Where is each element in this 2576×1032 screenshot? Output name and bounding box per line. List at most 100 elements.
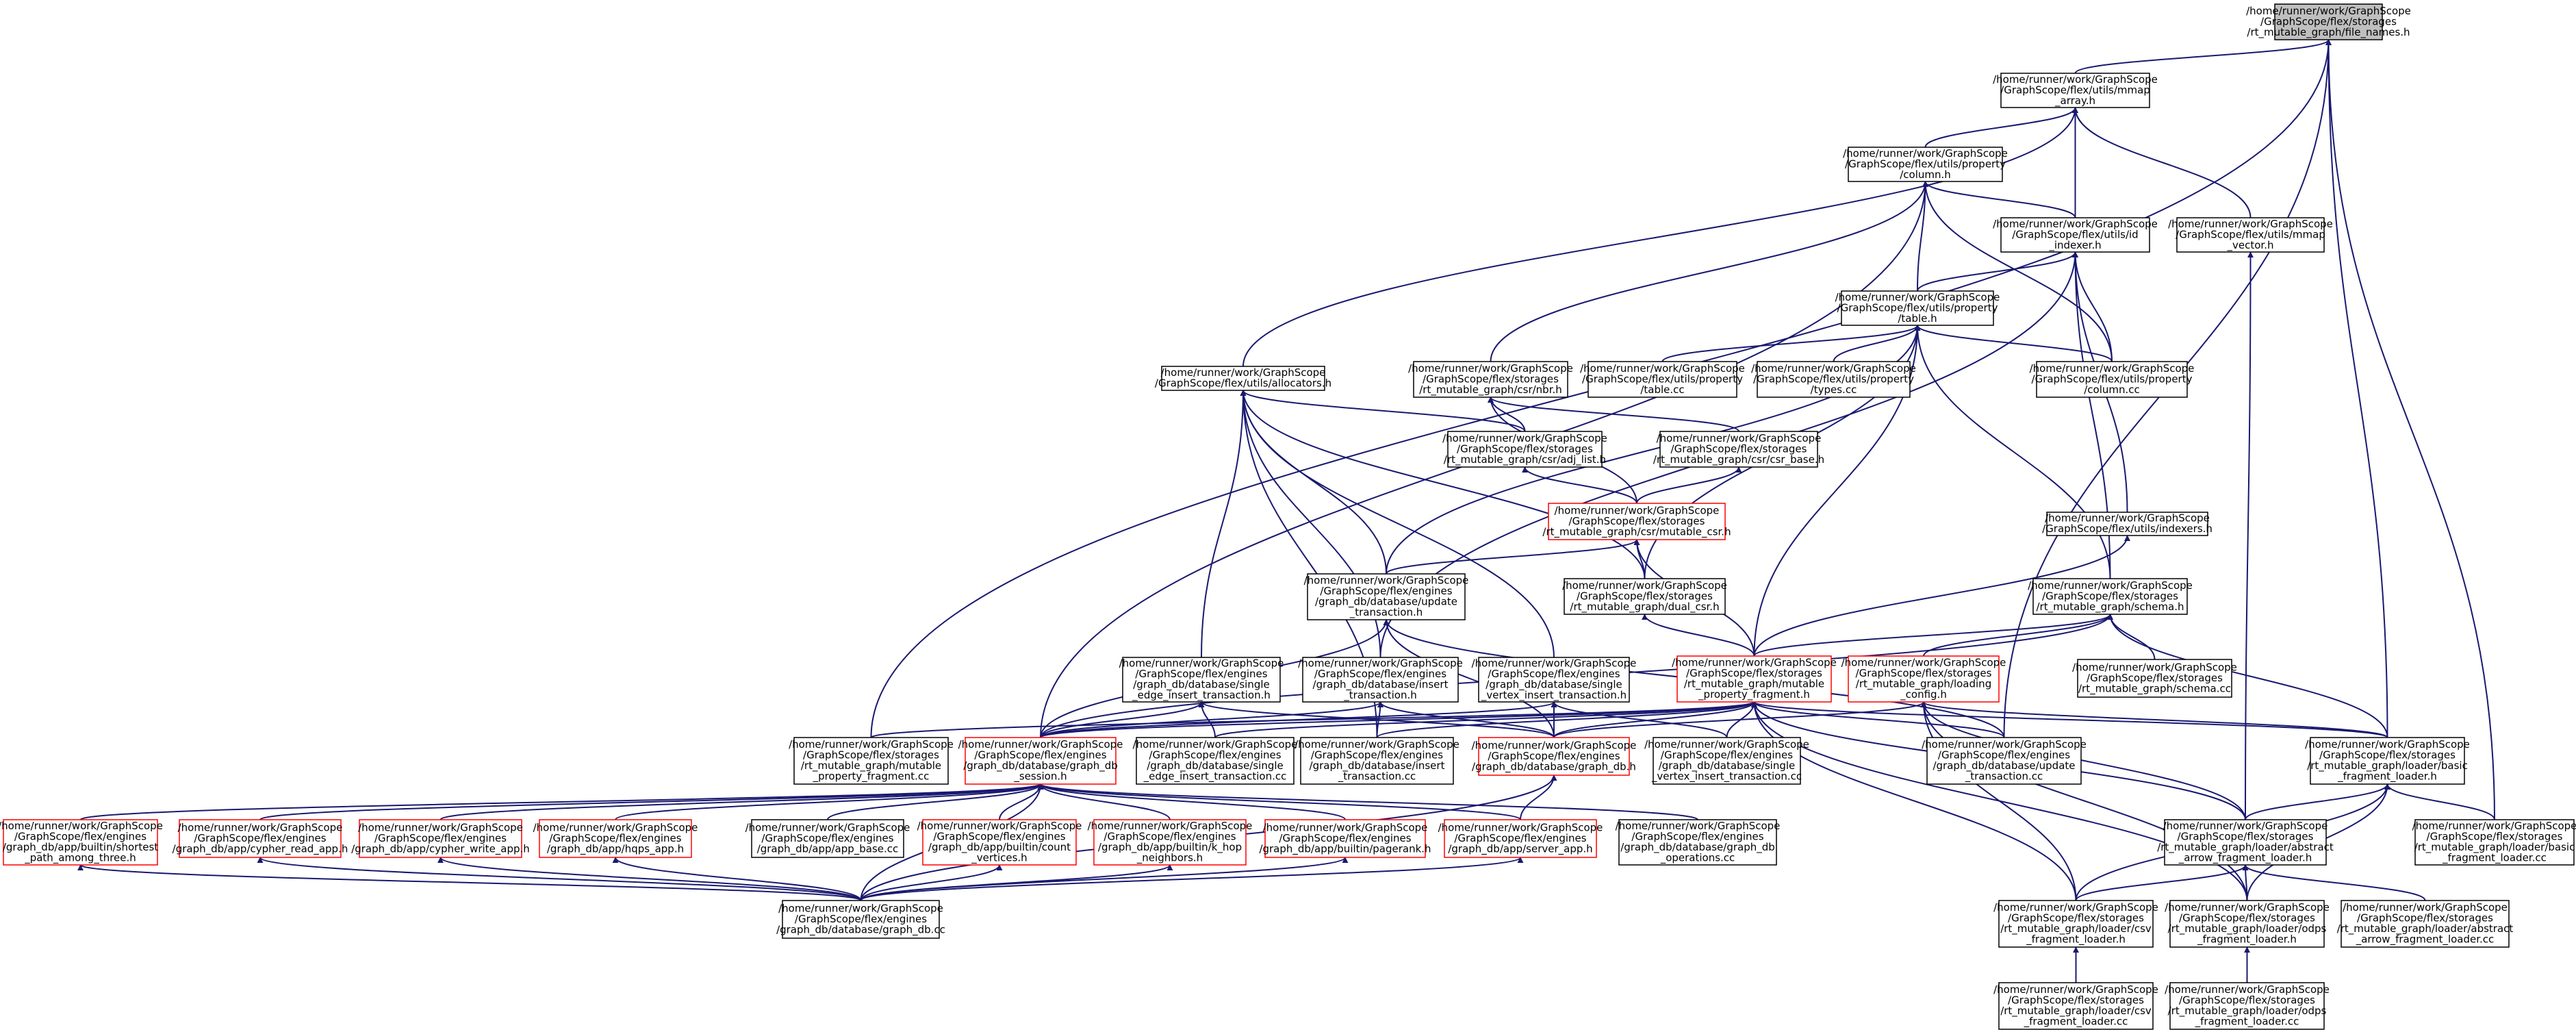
node-label-line: /GraphScope/flex/utils/allocators.h (1155, 377, 1331, 390)
node-table-h[interactable]: /home/runner/work/GraphScope/GraphScope/… (1835, 290, 2000, 326)
node-label-line: /GraphScope/flex/storages (803, 749, 939, 762)
edge-single-edge-cc-to-mpf-h (1214, 701, 1757, 738)
node-types-cc[interactable]: /home/runner/work/GraphScope/GraphScope/… (1751, 361, 1916, 398)
node-mpf-cc[interactable]: /home/runner/work/GraphScope/GraphScope/… (789, 737, 954, 785)
node-single-vertex-h[interactable]: /home/runner/work/GraphScope/GraphScope/… (1472, 657, 1637, 703)
node-box (1122, 657, 1281, 703)
node-cypher-write-h[interactable]: /home/runner/work/GraphScope/GraphScope/… (351, 819, 530, 858)
node-label-line: /graph_db/database/single (1133, 679, 1270, 692)
node-shortest-h[interactable]: /home/runner/work/GraphScope/GraphScope/… (0, 819, 163, 866)
node-box (2414, 819, 2575, 866)
node-label-line: _vertices.h (971, 852, 1027, 865)
node-insert-txn-cc[interactable]: /home/runner/work/GraphScope/GraphScope/… (1295, 737, 1459, 785)
node-mmap-vector-h[interactable]: /home/runner/work/GraphScope/GraphScope/… (2168, 217, 2333, 253)
node-label-line: /column.cc (2084, 383, 2140, 396)
node-abstract-loader-h[interactable]: /home/runner/work/GraphScope/GraphScope/… (2157, 819, 2334, 866)
node-box (1161, 366, 1325, 391)
node-k-hop-h[interactable]: /home/runner/work/GraphScope/GraphScope/… (1088, 819, 1253, 866)
node-column-h[interactable]: /home/runner/work/GraphScope/GraphScope/… (1843, 147, 2008, 182)
node-label-line: _fragment_loader.cc (2195, 1016, 2299, 1029)
node-label-line: /home/runner/work/GraphScope (2030, 362, 2195, 375)
node-loading-config-h[interactable]: /home/runner/work/GraphScope/GraphScope/… (1841, 655, 2006, 703)
node-schema-cc[interactable]: /home/runner/work/GraphScope/GraphScope/… (2072, 659, 2237, 698)
node-hqps-h[interactable]: /home/runner/work/GraphScope/GraphScope/… (533, 819, 698, 858)
node-csr-base-h[interactable]: /home/runner/work/GraphScope/GraphScope/… (1653, 431, 1824, 468)
node-label-line: /home/runner/work/GraphScope (533, 821, 698, 833)
node-schema-h[interactable]: /home/runner/work/GraphScope/GraphScope/… (2028, 578, 2193, 615)
node-graph-db-ops-cc[interactable]: /home/runner/work/GraphScope/GraphScope/… (1616, 819, 1781, 866)
node-single-edge-h[interactable]: /home/runner/work/GraphScope/GraphScope/… (1119, 657, 1284, 703)
node-mmap-array-h[interactable]: /home/runner/work/GraphScope/GraphScope/… (1993, 73, 2158, 108)
node-label-line: /GraphScope/flex/engines (933, 831, 1065, 843)
edge-hqps-h-to-session-h (615, 783, 1044, 820)
node-label-line: /GraphScope/flex/storages (2178, 831, 2314, 843)
edge-schema-cc-to-schema-h (2107, 614, 2156, 660)
edge-cypher-read-h-to-session-h (259, 783, 1044, 820)
node-column-cc[interactable]: /home/runner/work/GraphScope/GraphScope/… (2030, 361, 2195, 398)
edge-single-vertex-h-to-allocators-h (1240, 390, 1555, 658)
node-box (2310, 737, 2465, 785)
node-app-base-cc[interactable]: /home/runner/work/GraphScope/GraphScope/… (745, 819, 910, 858)
edge-column-cc-to-column-h (1922, 181, 2113, 362)
node-label-line: /GraphScope/flex/engines (194, 832, 326, 844)
node-label-line: /GraphScope/flex/engines (549, 832, 681, 844)
node-pagerank-h[interactable]: /home/runner/work/GraphScope/GraphScope/… (1259, 819, 1431, 858)
node-dual-csr-h[interactable]: /home/runner/work/GraphScope/GraphScope/… (1562, 578, 1727, 615)
node-basic-loader-cc[interactable]: /home/runner/work/GraphScope/GraphScope/… (2412, 819, 2576, 866)
node-label-line: /home/runner/work/GraphScope (1298, 657, 1463, 670)
node-file-names-h[interactable]: /home/runner/work/GraphScope/GraphScope/… (2246, 3, 2411, 40)
node-cypher-read-h[interactable]: /home/runner/work/GraphScope/GraphScope/… (173, 819, 348, 858)
edge-mutable-csr-h-to-csr-base-h (1636, 466, 1742, 504)
node-mutable-csr-h[interactable]: /home/runner/work/GraphScope/GraphScope/… (1542, 503, 1731, 540)
edge-abstract-loader-cc-to-abstract-loader-h (2242, 864, 2426, 901)
node-box (1998, 900, 2154, 948)
node-single-edge-cc[interactable]: /home/runner/work/GraphScope/GraphScope/… (1133, 737, 1298, 785)
node-session-h[interactable]: /home/runner/work/GraphScope/GraphScope/… (958, 737, 1123, 785)
node-label-line: /GraphScope/flex/engines (795, 913, 927, 925)
node-csr-mbr-h[interactable]: /home/runner/work/GraphScope/GraphScope/… (1408, 361, 1573, 398)
node-update-txn-cc[interactable]: /home/runner/work/GraphScope/GraphScope/… (1922, 737, 2087, 785)
node-adj-list-h[interactable]: /home/runner/work/GraphScope/GraphScope/… (1442, 431, 1607, 468)
node-label-line: /table.cc (1640, 383, 1684, 396)
node-label-line: /home/runner/work/GraphScope (1438, 821, 1603, 833)
node-label-line: /rt_mutable_graph/loading (1856, 678, 1991, 691)
edge-types-cc-to-table-h (1833, 325, 1921, 362)
node-label-line: /GraphScope/flex/storages (1671, 442, 1807, 455)
edge-graph-db-cc-to-shortest-h (77, 864, 862, 901)
node-box (1926, 737, 2082, 785)
node-indexers-h[interactable]: /home/runner/work/GraphScope/GraphScope/… (2042, 512, 2212, 536)
node-label-line: /home/runner/work/GraphScope (1993, 218, 2158, 230)
node-label-line: /graph_db/database/insert (1313, 679, 1449, 692)
node-server-app-h[interactable]: /home/runner/work/GraphScope/GraphScope/… (1438, 819, 1603, 858)
edge-update-txn-cc-to-mpf-h (1751, 701, 2005, 738)
node-label-line: /rt_mutable_graph/loader/odps (2168, 1005, 2327, 1018)
node-odps-loader-cc[interactable]: /home/runner/work/GraphScope/GraphScope/… (2165, 982, 2330, 1030)
node-update-txn-h[interactable]: /home/runner/work/GraphScope/GraphScope/… (1304, 573, 1469, 620)
node-odps-loader-h[interactable]: /home/runner/work/GraphScope/GraphScope/… (2165, 900, 2330, 948)
node-label-line: /graph_db/database/update (1933, 759, 2075, 772)
node-csv-loader-h[interactable]: /home/runner/work/GraphScope/GraphScope/… (1993, 900, 2158, 948)
node-label-line: _fragment_loader.h (2337, 770, 2437, 783)
node-label-line: /home/runner/work/GraphScope (1119, 657, 1284, 670)
node-label-line: /home/runner/work/GraphScope (2305, 738, 2470, 751)
node-insert-txn-h[interactable]: /home/runner/work/GraphScope/GraphScope/… (1298, 657, 1463, 703)
node-graph-db-h[interactable]: /home/runner/work/GraphScope/GraphScope/… (1472, 737, 1637, 776)
node-table-cc[interactable]: /home/runner/work/GraphScope/GraphScope/… (1580, 361, 1745, 398)
node-label-line: /GraphScope/flex/storages (2319, 749, 2456, 762)
node-single-vertex-cc[interactable]: /home/runner/work/GraphScope/GraphScope/… (1644, 737, 1809, 785)
node-csv-loader-cc[interactable]: /home/runner/work/GraphScope/GraphScope/… (1993, 982, 2158, 1030)
node-abstract-loader-cc[interactable]: /home/runner/work/GraphScope/GraphScope/… (2337, 900, 2514, 948)
node-allocators-h[interactable]: /home/runner/work/GraphScope/GraphScope/… (1155, 366, 1331, 391)
node-mpf-h[interactable]: /home/runner/work/GraphScope/GraphScope/… (1672, 655, 1837, 703)
node-label-line: /home/runner/work/GraphScope (2163, 820, 2328, 832)
edge-table-cc-to-table-h (1661, 325, 1921, 362)
node-id-indexer-h[interactable]: /home/runner/work/GraphScope/GraphScope/… (1993, 217, 2158, 253)
node-basic-loader-h[interactable]: /home/runner/work/GraphScope/GraphScope/… (2305, 737, 2470, 785)
node-label-line: /home/runner/work/GraphScope (2412, 820, 2576, 832)
node-count-vertices-h[interactable]: /home/runner/work/GraphScope/GraphScope/… (917, 819, 1082, 866)
node-box (1757, 361, 1911, 398)
edge-id-indexer-h-to-column-h (1922, 181, 2076, 218)
node-label-line: /rt_mutable_graph/loader/abstract (2157, 841, 2334, 854)
node-graph-db-cc[interactable]: /home/runner/work/GraphScope/GraphScope/… (776, 900, 945, 939)
